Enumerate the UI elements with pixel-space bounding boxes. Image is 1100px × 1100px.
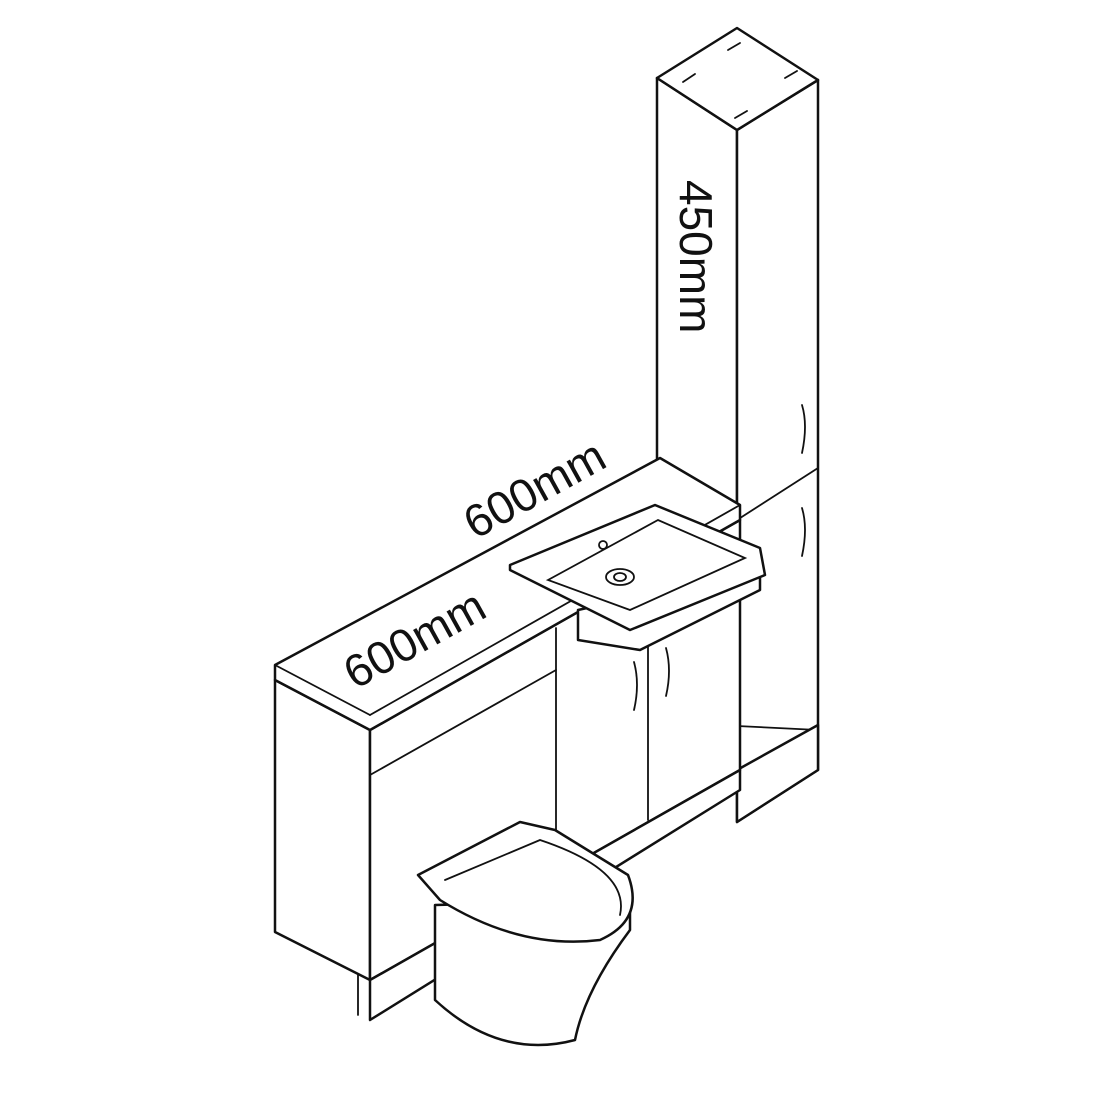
- dimension-tall-unit-width: 450mm: [670, 180, 722, 333]
- drain-icon: [605, 568, 635, 586]
- tall-unit-upper-handle-icon: [801, 404, 806, 454]
- door-handle-right-icon: [665, 647, 670, 697]
- toilet: [416, 820, 634, 1047]
- tall-unit-top-fixings-icon: [682, 42, 798, 119]
- tall-unit-lower-handle-icon: [801, 507, 806, 557]
- door-handle-left-icon: [633, 661, 638, 711]
- tap-hole-icon: [598, 540, 608, 550]
- basin: [508, 503, 767, 652]
